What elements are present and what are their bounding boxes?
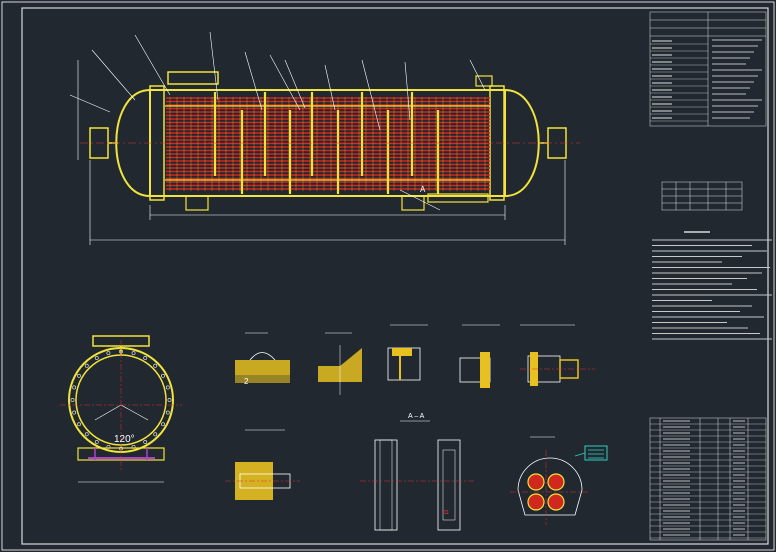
detail-bolt bbox=[225, 429, 300, 500]
section-aa-title: A – A bbox=[408, 413, 425, 420]
bolt-hole bbox=[72, 385, 77, 390]
bolt-hole bbox=[167, 398, 172, 402]
bolt-hole bbox=[94, 356, 99, 360]
section-aa: A – A ם bbox=[360, 413, 475, 531]
tube-bundle bbox=[166, 97, 490, 191]
right-saddle bbox=[401, 195, 425, 211]
bolt-hole bbox=[94, 440, 99, 444]
bolt-hole bbox=[70, 398, 75, 402]
bolt-hole bbox=[161, 422, 165, 427]
technical-notes bbox=[652, 231, 772, 340]
bolt-hole bbox=[165, 385, 170, 390]
bolt-hole bbox=[165, 410, 170, 415]
top-nozzle bbox=[167, 71, 219, 85]
bolt-hole bbox=[77, 422, 81, 427]
detail-nozzle-2 bbox=[459, 324, 500, 388]
bolt-hole bbox=[131, 351, 136, 356]
detail-a-marker: A bbox=[420, 185, 426, 194]
top-nozzle-2 bbox=[475, 75, 493, 87]
detail-nozzle-3 bbox=[520, 324, 595, 386]
detail-nozzle-1 bbox=[387, 324, 428, 381]
detail-2-label: 2 bbox=[244, 377, 249, 386]
bolt-hole bbox=[72, 410, 77, 415]
leader-lines bbox=[69, 31, 486, 211]
baffles bbox=[165, 92, 490, 194]
nozzle-table bbox=[661, 181, 743, 211]
dimension-lines bbox=[77, 60, 566, 245]
spec-table bbox=[649, 11, 767, 127]
bolt-hole bbox=[77, 373, 81, 378]
tube-layout-detail bbox=[510, 436, 608, 525]
inner-frame bbox=[21, 7, 769, 545]
bolt-hole bbox=[143, 356, 148, 360]
angle-label: 120° bbox=[114, 434, 135, 445]
bolt-hole bbox=[84, 432, 89, 437]
bill-of-materials bbox=[649, 417, 767, 541]
bolt-hole bbox=[143, 440, 148, 444]
detail-weld-1: 2 bbox=[235, 332, 290, 386]
bolt-hole bbox=[161, 373, 165, 378]
left-saddle bbox=[185, 195, 209, 211]
bolt-hole bbox=[106, 351, 111, 356]
end-marker: ם bbox=[444, 509, 449, 516]
detail-weld-2 bbox=[318, 332, 362, 395]
end-view: 120° bbox=[60, 335, 182, 483]
bottom-nozzle bbox=[427, 193, 489, 203]
callout-box bbox=[574, 445, 608, 461]
main-elevation-view: A bbox=[69, 31, 580, 245]
bolt-hole bbox=[153, 363, 158, 368]
bolt-hole bbox=[153, 432, 158, 437]
bolt-hole bbox=[84, 363, 89, 368]
